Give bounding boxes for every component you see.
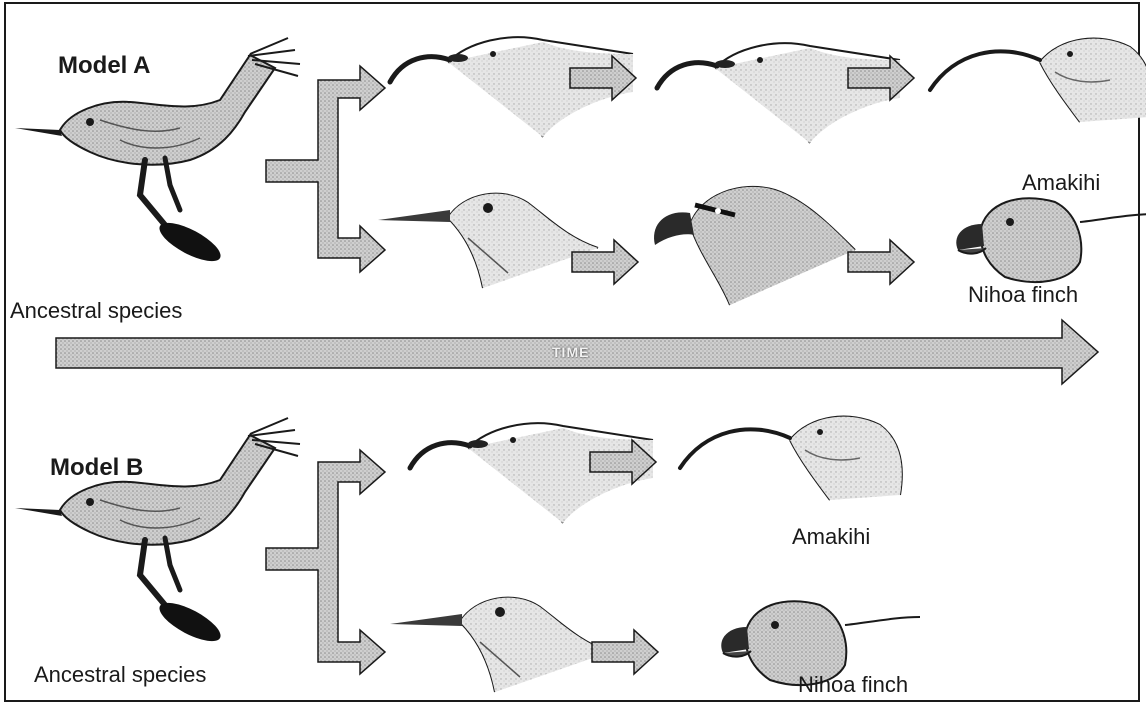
model-a-nihoa-finch-label: Nihoa finch <box>968 282 1078 308</box>
model-b-amakihi-label: Amakihi <box>792 524 870 550</box>
model-a-amakihi-head <box>930 39 1146 122</box>
model-b-arrow-lower <box>592 630 658 674</box>
model-a-amakihi-label: Amakihi <box>1022 170 1100 196</box>
model-a-section <box>15 37 1146 305</box>
model-b-ancestor-label: Ancestral species <box>34 662 206 688</box>
model-a-ancestor-label: Ancestral species <box>10 298 182 324</box>
model-a-hooked-head <box>654 187 855 305</box>
model-a-straight-head <box>378 194 598 288</box>
model-b-amakihi-head <box>680 417 902 500</box>
time-label: TIME <box>552 344 589 360</box>
model-a-title: Model A <box>58 52 150 80</box>
model-a-curved-head-2 <box>657 43 900 143</box>
model-b-ancestor-bird <box>15 418 300 649</box>
model-b-branch-arrow <box>266 450 385 674</box>
model-a-finch-head <box>956 198 1146 282</box>
model-a-arrow-lower-2 <box>848 240 914 284</box>
model-b-nihoa-finch-label: Nihoa finch <box>798 672 908 698</box>
model-b-section <box>15 417 920 692</box>
model-b-title: Model B <box>50 454 143 482</box>
model-b-curved-head <box>410 423 653 523</box>
model-a-branch-arrow <box>266 66 385 272</box>
model-b-straight-head <box>390 598 610 692</box>
